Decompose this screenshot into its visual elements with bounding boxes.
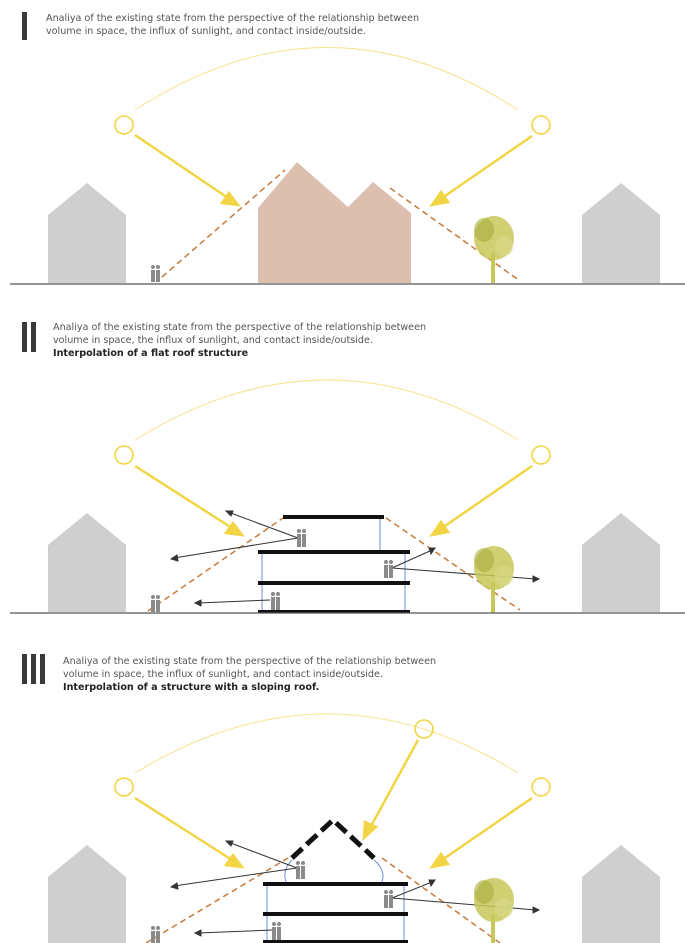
floor-slab	[263, 912, 408, 916]
sun-ray-left	[134, 133, 241, 207]
caption-1: Analiya of the existing state from the p…	[46, 12, 419, 38]
caption-1-line-2: volume in space, the influx of sunlight,…	[46, 26, 366, 37]
sun-icon	[114, 777, 134, 797]
roman-numeral-2	[22, 322, 36, 352]
house-icon	[582, 513, 660, 612]
sloping-roof-structure	[263, 816, 408, 943]
sun-ray-top	[362, 739, 420, 842]
person-icon	[384, 890, 393, 908]
sun-ray-left	[134, 464, 245, 537]
person-icon	[296, 861, 305, 879]
floor-slab	[258, 610, 410, 613]
house-icon	[48, 845, 126, 943]
sun-path-arc	[134, 47, 519, 111]
caption-2-line-1: Analiya of the existing state from the p…	[53, 322, 427, 333]
sun-ray-right	[429, 464, 533, 537]
sun-ray-right	[429, 134, 533, 207]
tree-icon	[474, 878, 514, 943]
caption-3: Analiya of the existing state from the p…	[63, 655, 436, 694]
roman-numeral-3	[22, 654, 45, 684]
panel-3: Analiya of the existing state from the p…	[0, 620, 685, 943]
sightline-left	[145, 857, 289, 943]
floor-slab	[258, 550, 410, 554]
sun-icon	[531, 777, 551, 797]
house-icon	[582, 183, 660, 283]
roman-numeral-1	[22, 12, 27, 40]
sightline-right	[389, 187, 521, 282]
person-icon	[384, 560, 393, 578]
tree-icon	[474, 216, 514, 283]
caption-2-subtitle: Interpolation of a flat roof structure	[53, 348, 249, 359]
sun-icon	[531, 445, 551, 465]
diagram-2	[10, 379, 685, 614]
floor-slab	[258, 581, 410, 585]
person-icon	[151, 926, 160, 943]
diagram-3	[48, 713, 660, 943]
person-icon	[272, 922, 281, 940]
sightline-right	[385, 517, 521, 611]
flat-roof-structure	[258, 515, 410, 613]
floor-slab	[263, 882, 408, 886]
sun-icon	[414, 719, 434, 739]
house-icon	[48, 183, 126, 283]
sun-icon	[114, 445, 134, 465]
caption-2: Analiya of the existing state from the p…	[53, 321, 426, 360]
view-arrows	[169, 510, 541, 607]
panel-2: Analiya of the existing state from the p…	[0, 300, 685, 620]
person-icon	[151, 595, 160, 612]
diagram-1	[10, 47, 685, 285]
person-icon	[297, 529, 306, 547]
sun-ray-right	[429, 796, 533, 869]
tree-icon	[474, 546, 514, 613]
existing-building	[258, 162, 411, 283]
panel-1: Analiya of the existing state from the p…	[0, 0, 685, 300]
caption-3-line-1: Analiya of the existing state from the p…	[63, 656, 437, 667]
sun-icon	[114, 115, 134, 135]
sun-path-arc	[134, 713, 519, 774]
person-icon	[271, 592, 280, 610]
sun-icon	[531, 115, 551, 135]
house-icon	[48, 513, 126, 612]
floor-slab	[263, 940, 408, 943]
sun-path-arc	[134, 379, 519, 441]
caption-3-line-2: volume in space, the influx of sunlight,…	[63, 669, 383, 680]
sightline-left	[161, 169, 286, 278]
sun-ray-left	[134, 796, 245, 869]
sightline-left	[147, 517, 284, 612]
floor-slab	[283, 515, 384, 519]
caption-2-line-2: volume in space, the influx of sunlight,…	[53, 335, 373, 346]
sightline-right	[381, 857, 501, 943]
caption-3-subtitle: Interpolation of a structure with a slop…	[63, 682, 320, 693]
house-icon	[582, 845, 660, 943]
person-icon	[151, 265, 160, 282]
caption-1-line-1: Analiya of the existing state from the p…	[46, 13, 420, 24]
